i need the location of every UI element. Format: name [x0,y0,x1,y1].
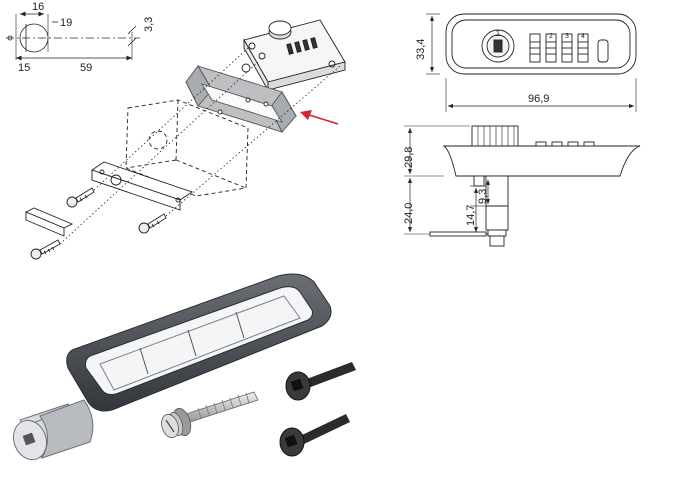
cutout-detail-drawing [6,11,140,61]
dim-body-depth-24-0: 24,0 [403,203,415,224]
dim-cam-9-3: 9,3 [477,189,489,204]
bolt-icon [279,414,350,457]
dim-15: 15 [18,62,30,74]
spacer-sleeve-photo [12,399,94,461]
dial-digit: 3 [565,33,569,40]
dim-16: 16 [32,1,44,13]
small-clamp-plate [24,207,74,237]
front-view-drawing [426,13,637,112]
screw-icon [138,213,167,234]
cabinet-panel-dashed [125,99,249,197]
bezel-frame-photo [66,273,332,412]
dim-shaft-14-7: 14,7 [465,205,477,226]
screw-icon [66,187,95,208]
pointer-arrow-icon [300,110,339,125]
bolt-icon [285,362,356,401]
machine-screw-photo [161,391,259,439]
dial-digit: 4 [581,33,585,40]
dim-59: 59 [80,62,92,74]
combination-dials [529,33,589,63]
dial-digit: 1 [496,29,501,38]
dim-3-3: 3,3 [143,17,155,32]
exploded-assembly-view [24,19,346,260]
screw-icon [30,239,61,260]
dim-19: 19 [60,17,72,29]
backplate [90,161,194,211]
dial-digit: 2 [549,33,553,40]
side-view-drawing [404,125,641,247]
lock-body-iso [243,19,346,92]
dim-knob-height-29-8: 29,8 [403,147,415,168]
dim-height-33-4: 33,4 [415,39,427,60]
dim-width-96-9: 96,9 [528,93,549,105]
